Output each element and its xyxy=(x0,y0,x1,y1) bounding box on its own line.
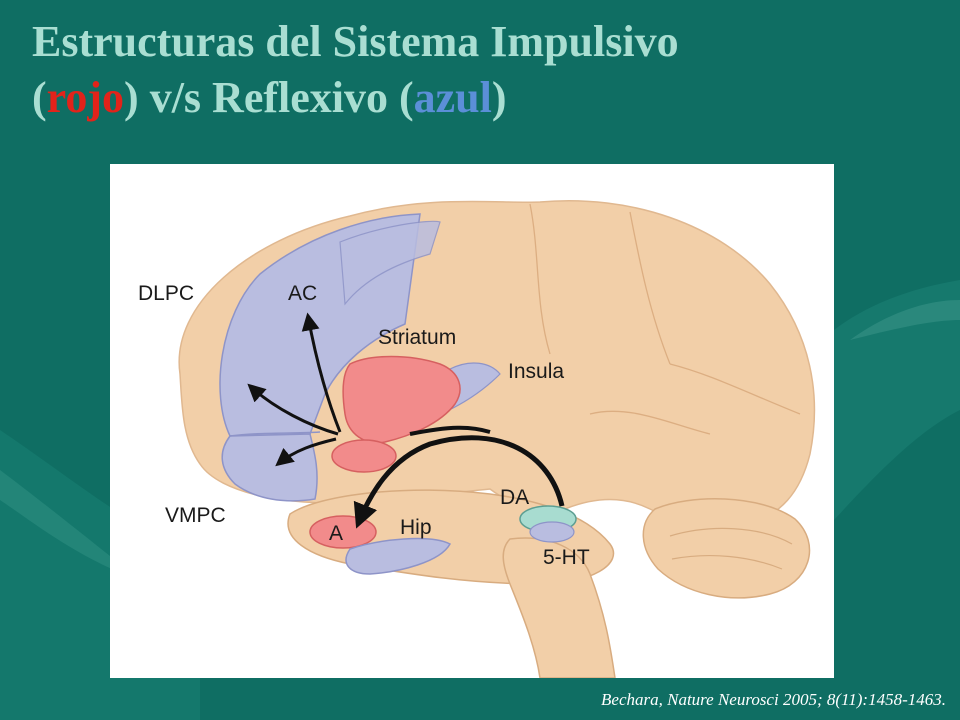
title-red-word: rojo xyxy=(46,73,125,122)
title-line-1: Estructuras del Sistema Impulsivo xyxy=(32,17,679,66)
label-5ht: 5-HT xyxy=(543,546,590,569)
arrow-da-to-striatum xyxy=(409,425,491,436)
citation: Bechara, Nature Neurosci 2005; 8(11):145… xyxy=(601,690,946,709)
serotonin-nucleus xyxy=(529,521,575,543)
label-insula: Insula xyxy=(508,360,564,383)
slide-title: Estructuras del Sistema Impulsivo (rojo)… xyxy=(32,14,932,126)
arrow-to-vmpc xyxy=(275,437,337,467)
striatum-region xyxy=(342,355,461,444)
label-vmpc: VMPC xyxy=(165,504,226,527)
cerebellum xyxy=(642,498,811,599)
arrow-to-dlpc xyxy=(247,383,339,436)
anterior-cingulate xyxy=(339,220,441,306)
arrow-to-ac xyxy=(301,312,342,433)
nucleus-accumbens-region xyxy=(331,439,397,473)
label-hip: Hip xyxy=(400,516,432,539)
label-da: DA xyxy=(500,486,529,509)
title-close-paren: ) xyxy=(491,73,507,122)
brain-diagram-panel: DLPC AC Striatum Insula VMPC A Hip DA 5-… xyxy=(110,164,834,678)
prefrontal-cortex-vmpc xyxy=(221,433,318,502)
title-open-paren: ( xyxy=(32,73,47,122)
brain-diagram: DLPC AC Striatum Insula VMPC A Hip DA 5-… xyxy=(138,199,816,678)
hippocampus-region xyxy=(345,537,452,575)
title-middle: ) v/s Reflexivo ( xyxy=(124,73,414,122)
insula-region xyxy=(444,362,501,414)
brainstem xyxy=(502,537,616,678)
label-striatum: Striatum xyxy=(378,326,456,349)
label-a: A xyxy=(329,522,343,545)
label-dlpc: DLPC xyxy=(138,282,194,305)
arrow-da-to-amygdala xyxy=(353,435,565,529)
title-blue-word: azul xyxy=(413,73,492,122)
label-ac: AC xyxy=(288,282,317,305)
